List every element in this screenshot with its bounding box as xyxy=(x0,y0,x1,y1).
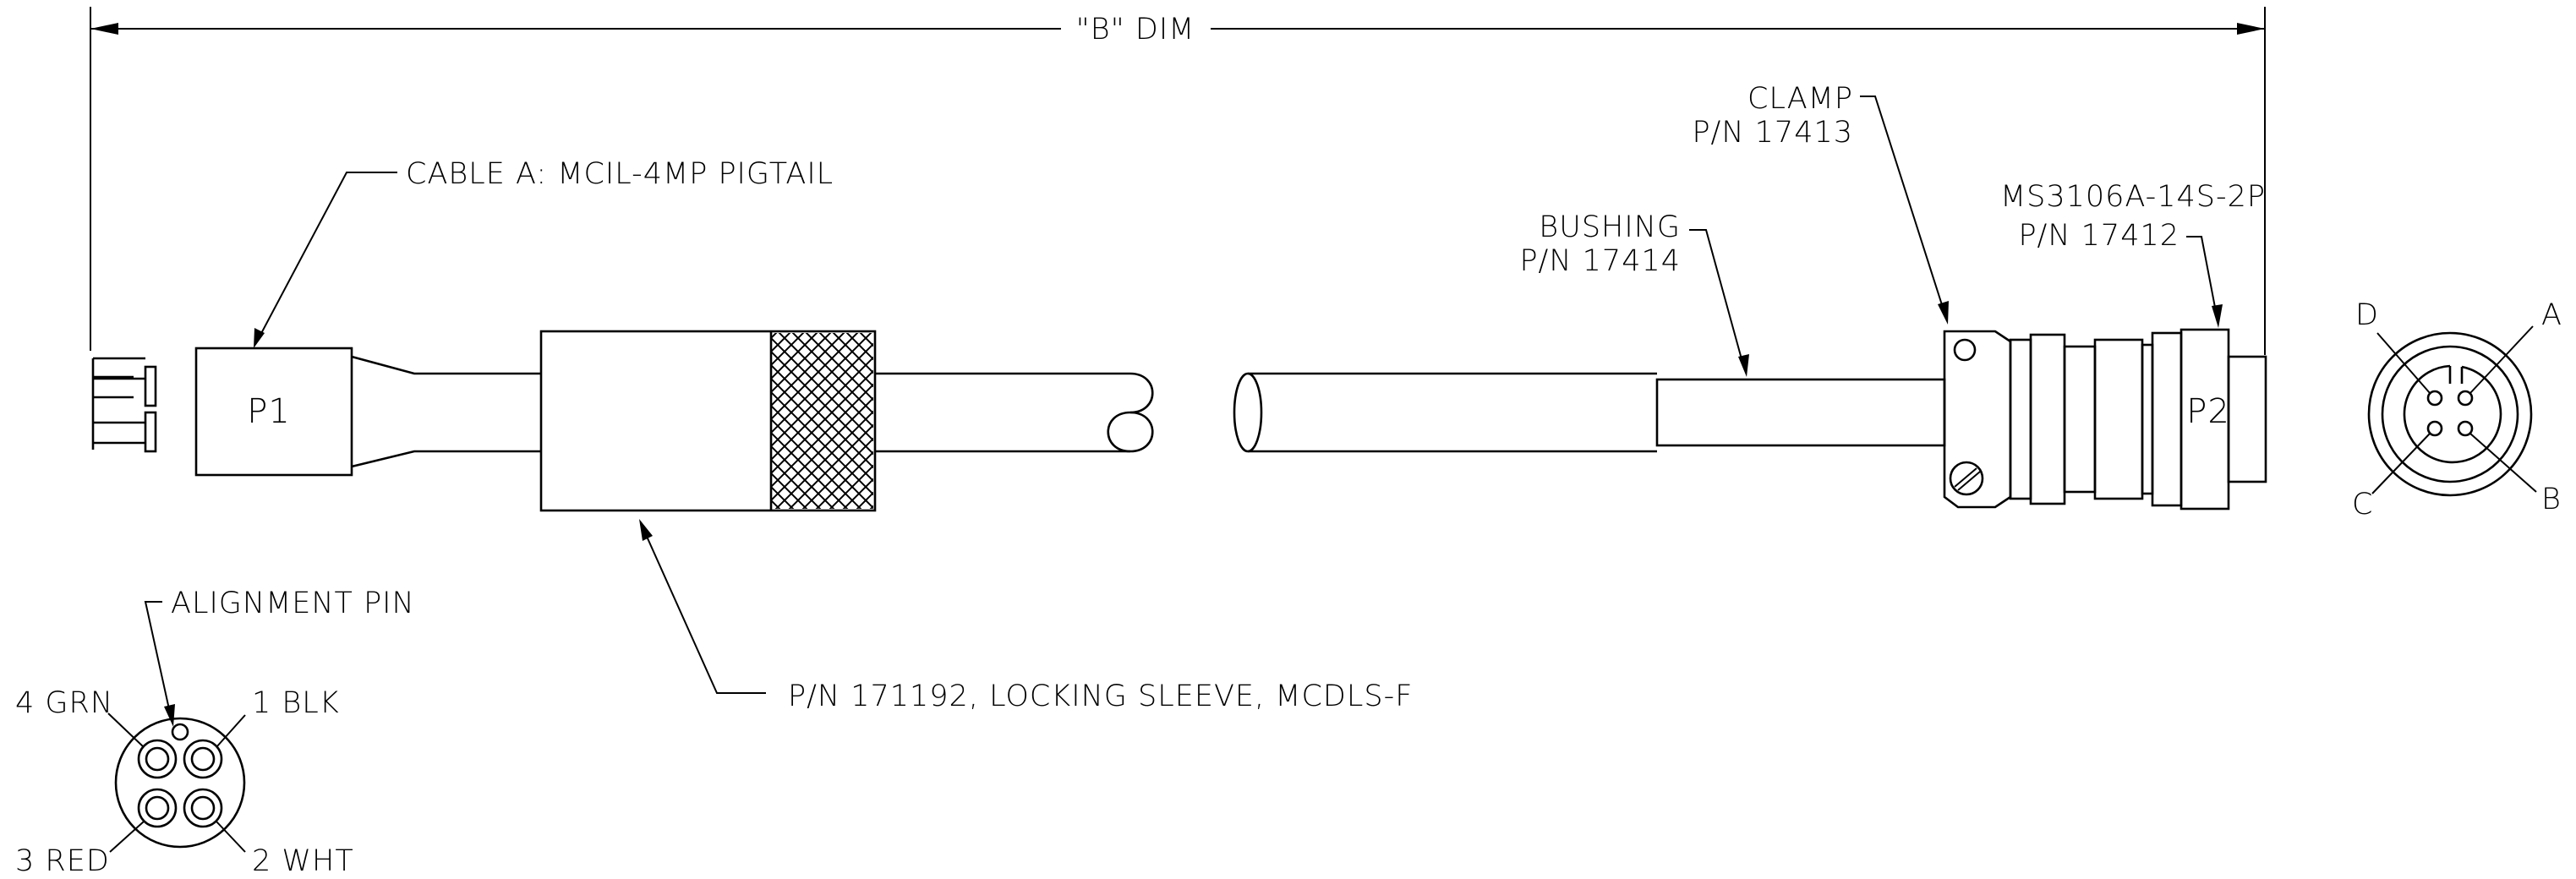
pin-1-label: 1 BLK xyxy=(252,686,340,720)
bushing-pn: P/N 17414 xyxy=(1519,244,1681,278)
cable-left-segment xyxy=(875,372,1154,453)
pin-3-label: 3 RED xyxy=(15,844,110,878)
dimension-arrow-left-icon xyxy=(90,23,118,35)
pin-2-label: 2 WHT xyxy=(252,844,354,878)
bushing-callout: BUSHING P/N 17414 xyxy=(1519,210,1749,377)
clamp-hole-icon xyxy=(1953,338,1977,362)
receptacle-pin-b-icon xyxy=(2457,420,2474,437)
pin-4-label: 4 GRN xyxy=(15,686,113,720)
leader-arrow-icon xyxy=(254,328,265,348)
pin-a-label: A xyxy=(2541,298,2562,332)
alignment-pin-label: ALIGNMENT PIN xyxy=(171,587,415,620)
connector-callout: MS3106A-14S-2P P/N 17412 xyxy=(2000,180,2266,328)
connector-name: MS3106A-14S-2P xyxy=(2000,180,2266,214)
p2-label: P2 xyxy=(2186,392,2230,431)
b-dimension: "B" DIM xyxy=(90,7,2266,355)
p1-plug: P1 xyxy=(91,347,541,477)
clamp-callout: CLAMP P/N 17413 xyxy=(1692,82,1949,325)
clamp-pn: P/N 17413 xyxy=(1692,116,1853,150)
leader-arrow-icon xyxy=(164,704,175,727)
pin-face-view: ALIGNMENT PIN 1 BLK 2 WHT 3 RED 4 GRN xyxy=(15,587,415,878)
receptacle-pin-c-icon xyxy=(2426,420,2443,437)
cable-right-segment xyxy=(1233,372,1657,453)
leader-arrow-icon xyxy=(639,519,653,541)
cable-a-callout: CABLE A: MCIL-4MP PIGTAIL xyxy=(254,157,834,348)
pin-c-label: C xyxy=(2352,488,2373,521)
clamp-name: CLAMP xyxy=(1747,82,1853,116)
p1-label: P1 xyxy=(247,392,291,431)
alignment-pin-icon xyxy=(171,723,189,741)
receptacle-pin-d-icon xyxy=(2426,390,2443,407)
receptacle-pin-a-icon xyxy=(2457,390,2474,407)
leader-arrow-icon xyxy=(1938,301,1949,325)
cable-a-label: CABLE A: MCIL-4MP PIGTAIL xyxy=(406,157,834,191)
locking-sleeve-label: P/N 171192, LOCKING SLEEVE, MCDLS-F xyxy=(788,680,1413,713)
receptacle-end-view: A B C D xyxy=(2352,298,2562,521)
leader-arrow-icon xyxy=(2212,304,2223,328)
connector-pn: P/N 17412 xyxy=(2018,219,2179,253)
clamp xyxy=(1943,330,2012,509)
dimension-arrow-right-icon xyxy=(2237,23,2265,35)
leader-arrow-icon xyxy=(1738,354,1749,377)
pin-b-label: B xyxy=(2541,483,2562,516)
clamp-screw-icon xyxy=(1949,461,1984,496)
locking-sleeve xyxy=(539,330,877,512)
p2-connector: P2 xyxy=(2009,328,2267,510)
locking-sleeve-callout: P/N 171192, LOCKING SLEEVE, MCDLS-F xyxy=(639,519,1413,713)
pin-d-label: D xyxy=(2355,298,2379,332)
b-dim-label: "B" DIM xyxy=(1076,13,1195,46)
bushing-name: BUSHING xyxy=(1539,210,1681,244)
bushing xyxy=(1655,378,1946,447)
